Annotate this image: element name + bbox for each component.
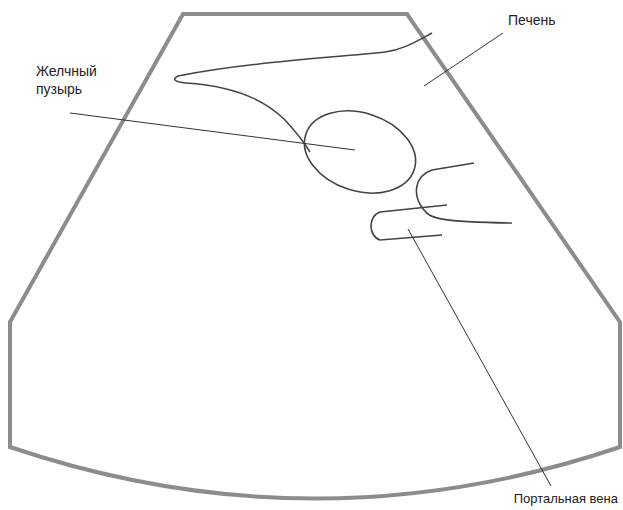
leader-line <box>424 33 503 86</box>
gallbladder-outline <box>294 97 427 206</box>
portal-vein-upper <box>416 163 512 223</box>
leader-line <box>408 229 551 486</box>
portal-vein-lower <box>371 205 447 240</box>
leader-line <box>70 113 355 150</box>
part-label: Портальная вена <box>514 491 618 507</box>
part-label: Печень <box>508 12 556 30</box>
scan-sector <box>10 14 620 499</box>
liver-outline <box>175 33 432 152</box>
part-label: Желчный пузырь <box>36 63 108 98</box>
